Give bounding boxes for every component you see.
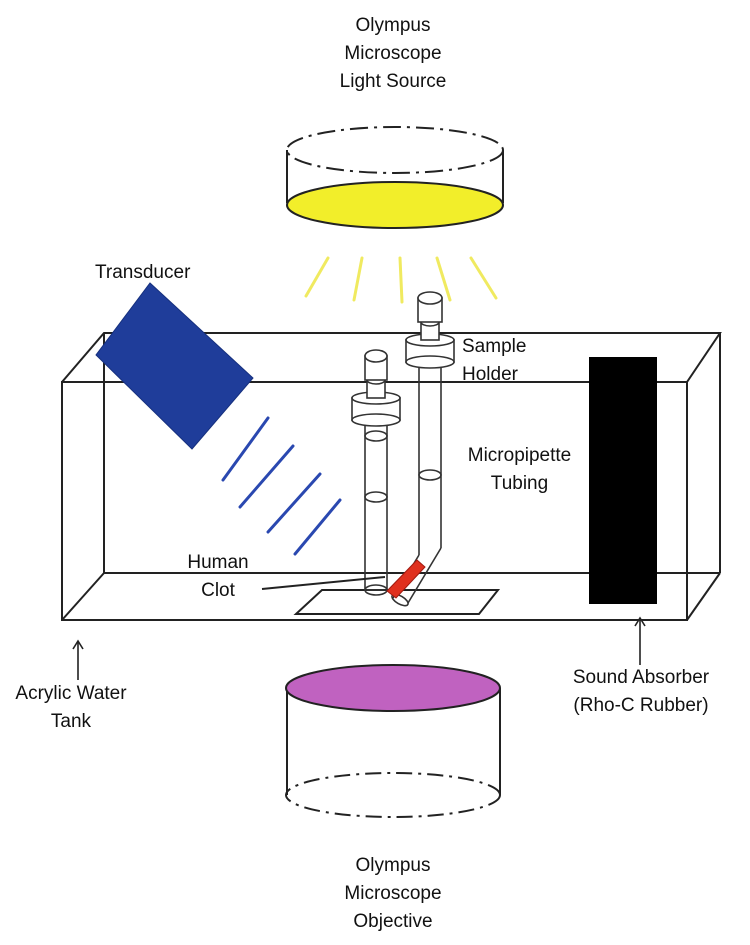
objective-label: Olympus Microscope Objective	[318, 852, 468, 936]
objective-label-line2: Microscope	[344, 883, 442, 904]
sample-holder-label-line2: Holder	[462, 364, 518, 385]
light-source-glow	[286, 181, 504, 229]
sample-holder-label-line1: Sample	[462, 336, 527, 357]
micropipette-label-line1: Micropipette	[467, 445, 572, 466]
micropipette-tube-left	[351, 349, 401, 596]
light-source-label-line2: Microscope	[344, 43, 442, 64]
micropipette-label: Micropipette Tubing	[447, 442, 592, 498]
ultrasound-wave	[293, 498, 342, 556]
objective-label-line1: Olympus	[355, 855, 431, 876]
transducer	[95, 282, 254, 450]
absorber-label: Sound Absorber (Rho-C Rubber)	[556, 664, 726, 720]
clot-label-line2: Clot	[201, 580, 235, 601]
tank-bottom-right-edge	[686, 572, 721, 621]
human-clot	[386, 559, 426, 599]
light-ray	[352, 256, 364, 302]
absorber-label-line2: (Rho-C Rubber)	[573, 695, 709, 716]
light-ray	[469, 256, 498, 300]
objective-label-line3: Objective	[353, 911, 433, 932]
clot-pointer	[261, 576, 386, 590]
light-ray	[398, 256, 404, 304]
objective-bottom-rim	[285, 772, 501, 818]
tank-arrow	[72, 639, 84, 680]
tank-label-line1: Acrylic Water	[15, 683, 127, 704]
transducer-label: Transducer	[95, 262, 191, 283]
tank-label-line2: Tank	[50, 711, 92, 732]
light-source-label: Olympus Microscope Light Source	[318, 12, 468, 96]
absorber-label-line1: Sound Absorber	[572, 667, 710, 688]
light-source-label-line1: Olympus	[355, 15, 431, 36]
light-source	[286, 126, 504, 229]
ultrasound-wave	[266, 472, 322, 534]
clot-label: Human Clot	[178, 549, 258, 605]
light-source-top-rim	[286, 126, 504, 174]
ultrasound-wave	[221, 416, 270, 482]
light-source-label-line3: Light Source	[339, 71, 447, 92]
light-rays	[304, 256, 498, 304]
ultrasound-wave	[238, 444, 295, 509]
sample-holder-label: Sample Holder	[462, 333, 526, 389]
objective-lens	[285, 664, 501, 712]
tank-back-top-edge	[61, 332, 722, 383]
light-ray	[304, 256, 330, 298]
clot-label-line1: Human	[187, 552, 249, 573]
micropipette-label-line2: Tubing	[490, 473, 549, 494]
absorber-arrow	[634, 616, 646, 665]
micropipette-tube-right	[391, 291, 455, 607]
microscope-objective	[285, 664, 501, 818]
tank-label: Acrylic Water Tank	[6, 680, 136, 736]
ultrasound-waves	[221, 416, 342, 556]
sample-slide	[293, 589, 501, 615]
light-ray	[435, 256, 452, 302]
tank-floor-left-edge	[61, 572, 105, 621]
sound-absorber	[589, 357, 657, 604]
